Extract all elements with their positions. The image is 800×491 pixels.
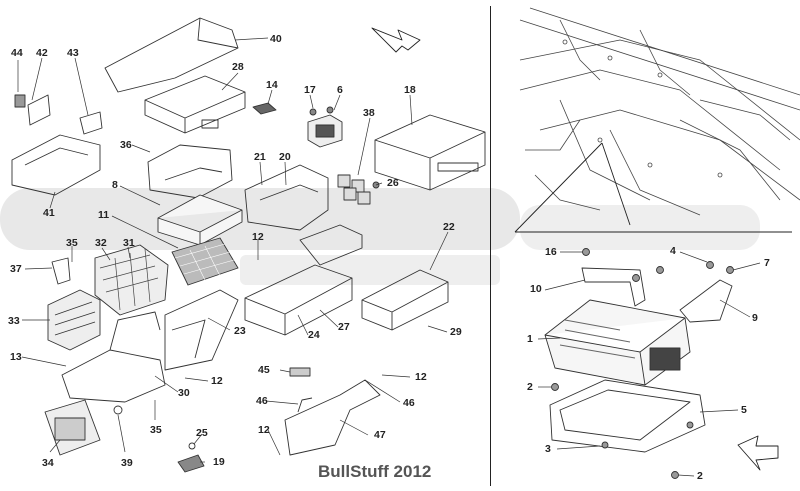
- callout-47: 47: [374, 429, 386, 441]
- callout-20: 20: [279, 151, 291, 163]
- part-19-fitting: [177, 454, 205, 473]
- part-27-plate: [244, 264, 353, 336]
- part-18-box: [374, 114, 486, 191]
- panel-divider: [490, 6, 491, 486]
- callout-16: 16: [545, 246, 557, 258]
- callout-30: 30: [178, 387, 190, 399]
- callout-34: 34: [42, 457, 54, 469]
- callout-35: 35: [66, 237, 78, 249]
- callout-18: 18: [404, 84, 416, 96]
- part-31-fusebox: [94, 244, 169, 316]
- callout-26: 26: [387, 177, 399, 189]
- callout-46: 46: [256, 395, 268, 407]
- part-20-bracket: [244, 164, 329, 231]
- part-23-bracket: [164, 289, 239, 371]
- part-33-block: [47, 289, 101, 351]
- callout-1: 1: [527, 333, 533, 345]
- callout-9: 9: [752, 312, 758, 324]
- callout-46: 46: [403, 397, 415, 409]
- callout-44: 44: [11, 47, 23, 59]
- callout-12: 12: [252, 231, 264, 243]
- callout-19: 19: [213, 456, 225, 468]
- part-30-bracket: [61, 349, 166, 403]
- callout-2: 2: [527, 381, 533, 393]
- callout-17: 17: [304, 84, 316, 96]
- callout-21: 21: [254, 151, 266, 163]
- part-14: [252, 102, 277, 115]
- callout-29: 29: [450, 326, 462, 338]
- part-22-box: [361, 269, 449, 331]
- part-38-connectors: [337, 174, 371, 205]
- direction-arrow-left-panel: [371, 27, 421, 53]
- callout-12: 12: [258, 424, 270, 436]
- callout-40: 40: [270, 33, 282, 45]
- callout-10: 10: [530, 283, 542, 295]
- fasteners-right: [551, 248, 734, 479]
- callout-43: 43: [67, 47, 79, 59]
- leader-lines-left: [17, 37, 449, 463]
- body-structure: [519, 7, 800, 216]
- part-1-ecu: [544, 299, 691, 386]
- callout-4: 4: [670, 245, 676, 257]
- callout-36: 36: [120, 139, 132, 151]
- callout-41: 41: [43, 207, 55, 219]
- part-37-clip: [51, 257, 71, 285]
- callout-39: 39: [121, 457, 133, 469]
- callout-32: 32: [95, 237, 107, 249]
- callout-5: 5: [741, 404, 747, 416]
- part-11-grid: [171, 237, 239, 286]
- callout-31: 31: [123, 237, 135, 249]
- callout-27: 27: [338, 321, 350, 333]
- callout-6: 6: [337, 84, 343, 96]
- part-10-bracket: [581, 267, 646, 307]
- callout-22: 22: [443, 221, 455, 233]
- callout-38: 38: [363, 107, 375, 119]
- direction-arrow-right-panel: [737, 435, 779, 471]
- callout-23: 23: [234, 325, 246, 337]
- callout-33: 33: [8, 315, 20, 327]
- callout-24: 24: [308, 329, 320, 341]
- part-45: [289, 367, 311, 377]
- watermark-text: BullStuff 2012: [318, 462, 432, 481]
- part-28-module: [144, 75, 246, 134]
- part-47-bracket: [284, 379, 381, 456]
- part-5-tray: [549, 379, 706, 453]
- callout-45: 45: [258, 364, 270, 376]
- part-9-bracket: [679, 279, 733, 323]
- callout-12: 12: [415, 371, 427, 383]
- callout-14: 14: [266, 79, 278, 91]
- callout-3: 3: [545, 443, 551, 455]
- background-logo: [0, 188, 760, 285]
- callout-35: 35: [150, 424, 162, 436]
- part-36-bracket: [147, 144, 233, 199]
- callout-7: 7: [764, 257, 770, 269]
- part-41-tray: [11, 134, 101, 196]
- callout-12: 12: [211, 375, 223, 387]
- callout-2: 2: [697, 470, 703, 482]
- callout-25: 25: [196, 427, 208, 439]
- callout-37: 37: [10, 263, 22, 275]
- callout-11: 11: [98, 209, 110, 221]
- callout-8: 8: [112, 179, 118, 191]
- zoom-frame: [514, 142, 792, 233]
- callout-42: 42: [36, 47, 48, 59]
- callout-13: 13: [10, 351, 22, 363]
- callout-28: 28: [232, 61, 244, 73]
- part-8-ecu: [157, 194, 243, 246]
- leader-lines-right: [537, 251, 761, 477]
